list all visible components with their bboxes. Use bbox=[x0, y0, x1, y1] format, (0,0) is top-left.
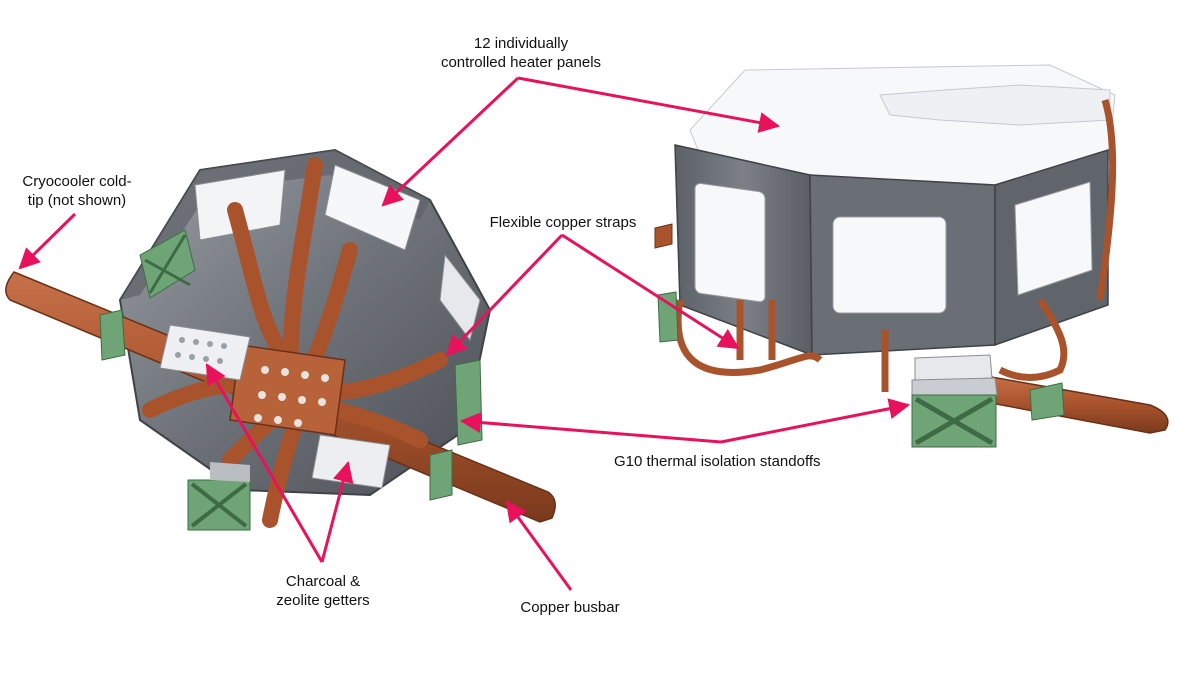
label-g10-standoffs-text: G10 thermal isolation standoffs bbox=[614, 453, 821, 470]
label-g10-standoffs: G10 thermal isolation standoffs bbox=[614, 452, 821, 471]
right-copper-straps bbox=[674, 98, 1117, 392]
label-copper-straps: Flexible copper straps bbox=[488, 213, 638, 232]
label-cold-tip-line2: tip (not shown) bbox=[27, 192, 127, 209]
arrow-heater-left bbox=[381, 76, 520, 207]
right-copper-busbar bbox=[974, 374, 1169, 434]
arrow-straps-right bbox=[561, 233, 740, 350]
left-zeolite-getter bbox=[311, 434, 391, 489]
arrow-g10-left bbox=[459, 412, 722, 444]
label-heater-panels-line2: controlled heater panels bbox=[440, 54, 602, 71]
left-g10-standoff-2 bbox=[99, 309, 126, 361]
arrow-cold-tip bbox=[18, 212, 77, 270]
label-getters: Charcoal & zeolite getters bbox=[268, 572, 378, 610]
arrow-getters-right bbox=[320, 460, 354, 563]
label-busbar-text: Copper busbar bbox=[520, 599, 620, 616]
label-copper-straps-text: Flexible copper straps bbox=[489, 214, 637, 231]
right-assembly bbox=[654, 64, 1169, 448]
left-g10-standoff-5 bbox=[187, 462, 251, 531]
right-heater-panel-2 bbox=[832, 216, 947, 314]
label-heater-panels-line1: 12 individually bbox=[473, 35, 569, 52]
label-getters-line2: zeolite getters bbox=[276, 592, 370, 609]
left-assembly bbox=[5, 148, 556, 531]
right-copper-busbar-stub bbox=[654, 223, 673, 249]
left-g10-standoff-3 bbox=[454, 359, 483, 446]
left-charcoal-getter bbox=[159, 324, 251, 381]
label-heater-panels: 12 individually controlled heater panels bbox=[436, 34, 606, 72]
label-busbar: Copper busbar bbox=[515, 598, 625, 617]
arrow-g10-right bbox=[720, 398, 911, 444]
right-heater-panel-1 bbox=[694, 182, 766, 303]
left-heater-panel-3 bbox=[439, 253, 481, 342]
callout-arrows bbox=[18, 76, 911, 591]
right-g10-standoff-main bbox=[911, 377, 998, 448]
label-getters-line1: Charcoal & bbox=[285, 573, 361, 590]
label-cold-tip: Cryocooler cold- tip (not shown) bbox=[18, 172, 136, 210]
arrow-getters-left bbox=[205, 363, 324, 563]
left-copper-cross-plate bbox=[229, 344, 346, 436]
right-heater-panel-3 bbox=[1014, 181, 1093, 296]
left-g10-standoff-4 bbox=[429, 449, 453, 501]
label-cold-tip-line1: Cryocooler cold- bbox=[22, 173, 132, 190]
arrow-busbar bbox=[505, 500, 573, 591]
left-g10-standoff-1 bbox=[139, 229, 196, 299]
left-cross-bolts bbox=[254, 366, 329, 427]
arrow-heater-right bbox=[517, 76, 781, 133]
arrow-straps-left bbox=[445, 233, 564, 357]
right-g10-standoff-side bbox=[1029, 382, 1065, 421]
